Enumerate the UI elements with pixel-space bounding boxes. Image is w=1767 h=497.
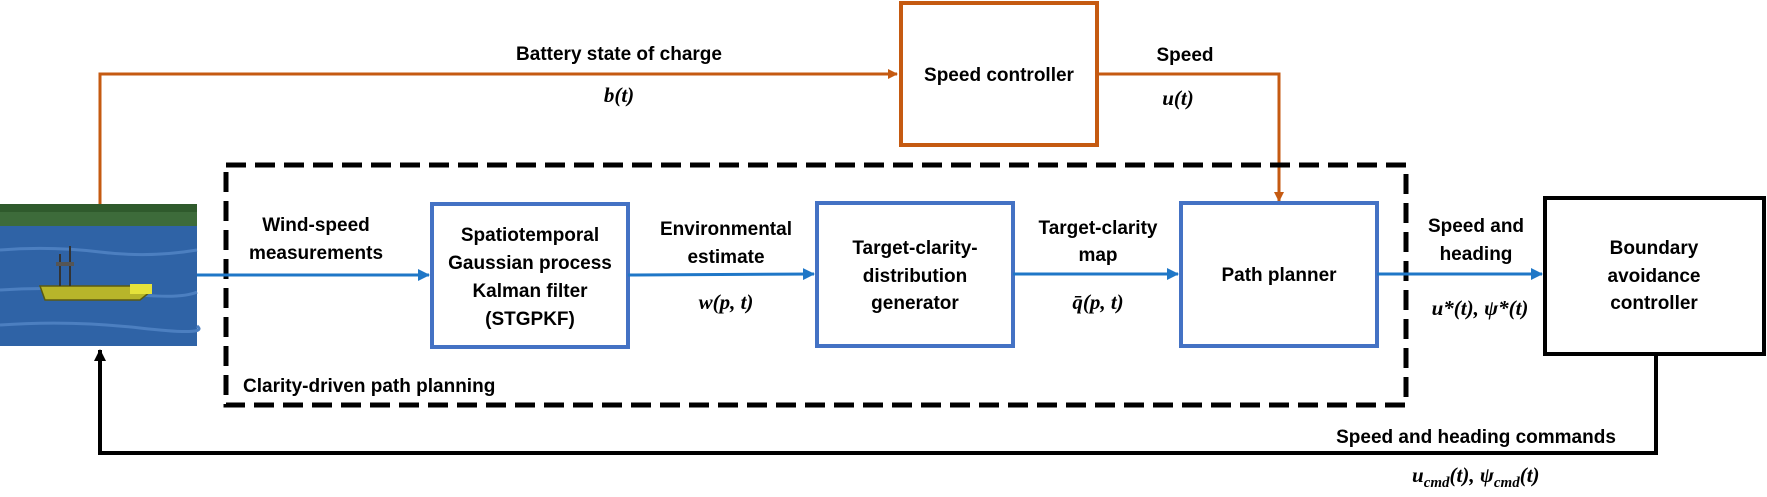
speed-heading-math: u*(t), ψ*(t) [1432,296,1529,320]
feedback-math: ucmd(t), ψcmd(t) [1412,463,1540,491]
path-planner-box [1179,201,1379,348]
battery-math: b(t) [604,83,634,107]
stgpkf-line-3: Kalman filter [472,281,588,302]
battery-label: Battery state of charge [516,44,722,65]
tcd-line-1: Target-clarity- [852,238,977,259]
boundary-line-3: controller [1610,293,1698,314]
stgpkf-line-1: Spatiotemporal [461,225,599,246]
feedback-label: Speed and heading commands [1336,427,1616,448]
tcd-line-2: distribution [863,266,967,287]
clarity-region [223,162,1409,408]
wind-label-2: measurements [249,243,383,264]
stgpkf-box [430,202,630,349]
battery-arrow [98,69,898,204]
env-label-1: Environmental [660,219,792,240]
env-label-2: estimate [687,247,764,268]
stgpkf-line-2: Gaussian process [448,253,612,274]
speed-heading-label-1: Speed and [1428,216,1524,237]
tcmap-label-1: Target-clarity [1039,218,1158,239]
tcmap-math: q̄(p, t) [1072,290,1123,314]
stgpkf-line-4: (STGPKF) [485,309,575,330]
speed-math: u(t) [1162,86,1194,110]
boundary-line-2: avoidance [1608,266,1701,287]
speed-label: Speed [1156,45,1213,66]
path-planner-label: Path planner [1221,265,1337,286]
boundary-line-1: Boundary [1610,238,1699,259]
boundary-controller-box [1543,196,1766,356]
clarity-region-label: Clarity-driven path planning [243,376,495,397]
env-math: w(p, t) [699,290,754,314]
speed-controller-label: Speed controller [924,65,1075,86]
speed-controller-box [899,1,1099,147]
speed-heading-label-2: heading [1440,244,1513,265]
usv-boat-photo [0,204,201,346]
feedback-arrow [94,349,1658,455]
tcmap-label-2: map [1078,245,1117,266]
env-arrow [627,268,815,281]
wind-label-1: Wind-speed [262,215,370,236]
speed-arrow [1097,72,1284,202]
tcd-line-3: generator [871,293,959,314]
